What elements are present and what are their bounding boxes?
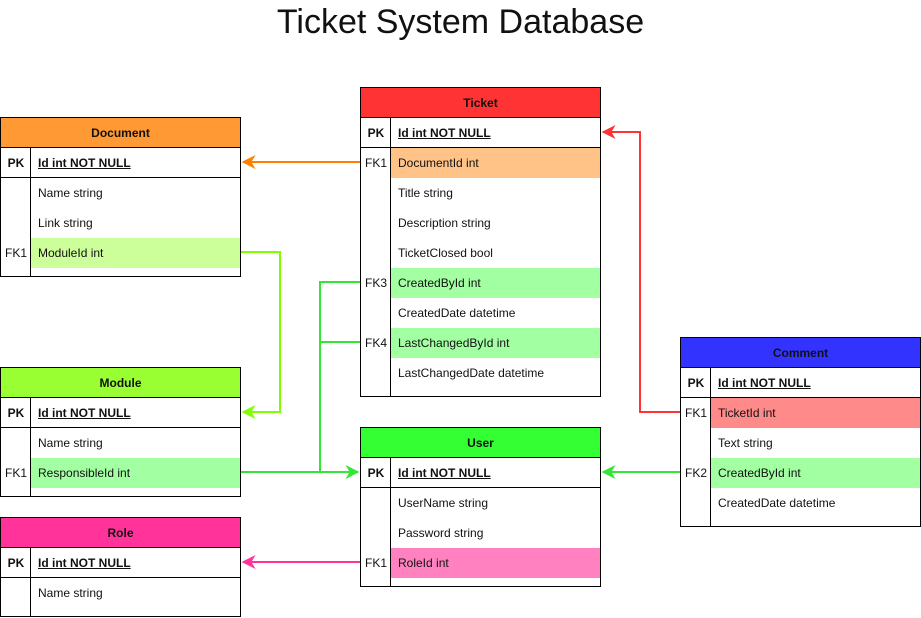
user-username-row[interactable]: UserName string (361, 488, 600, 518)
ticket-ticketclosed-field: TicketClosed bool (398, 246, 493, 260)
document-name-row[interactable]: Name string (1, 178, 240, 208)
entity-comment-header[interactable]: Comment (681, 338, 920, 368)
module-pk-row[interactable]: PK Id int NOT NULL (1, 398, 240, 428)
fk-label: FK1 (4, 466, 27, 480)
document-moduleid-row[interactable]: FK1 ModuleId int (1, 238, 240, 268)
pk-label: PK (367, 126, 385, 140)
ticket-id-field: Id int NOT NULL (398, 126, 491, 140)
document-link-field: Link string (38, 216, 93, 230)
ticket-createdbyid-field: CreatedById int (391, 268, 600, 298)
ticket-title-field: Title string (398, 186, 453, 200)
role-name-row[interactable]: Name string (1, 578, 240, 608)
comment-createddate-row[interactable]: CreatedDate datetime (681, 488, 920, 518)
connector-comment-ticket (601, 125, 680, 413)
user-pk-row[interactable]: PK Id int NOT NULL (361, 458, 600, 488)
entity-document-header[interactable]: Document (1, 118, 240, 148)
ticket-createddate-row[interactable]: CreatedDate datetime (361, 298, 600, 328)
ticket-lastchangedbyid-row[interactable]: FK4 LastChangedById int (361, 328, 600, 358)
role-pk-row[interactable]: PK Id int NOT NULL (1, 548, 240, 578)
role-name-field: Name string (38, 586, 103, 600)
entity-role[interactable]: Role PK Id int NOT NULL Name string (0, 517, 241, 617)
ticket-title-row[interactable]: Title string (361, 178, 600, 208)
entity-document[interactable]: Document PK Id int NOT NULL Name string … (0, 117, 241, 277)
ticket-description-row[interactable]: Description string (361, 208, 600, 238)
fk-label: FK1 (364, 156, 387, 170)
connector-document-module (241, 251, 281, 419)
ticket-documentid-row[interactable]: FK1 DocumentId int (361, 148, 600, 178)
comment-ticketid-row[interactable]: FK1 TicketId int (681, 398, 920, 428)
module-name-row[interactable]: Name string (1, 428, 240, 458)
comment-text-row[interactable]: Text string (681, 428, 920, 458)
ticket-pk-row[interactable]: PK Id int NOT NULL (361, 118, 600, 148)
user-roleid-row[interactable]: FK1 RoleId int (361, 548, 600, 578)
ticket-lastchangeddate-field: LastChangedDate datetime (398, 366, 545, 380)
document-link-row[interactable]: Link string (1, 208, 240, 238)
fk-label: FK3 (364, 276, 387, 290)
document-id-field: Id int NOT NULL (38, 156, 131, 170)
fk-label: FK1 (4, 246, 27, 260)
ticket-description-field: Description string (398, 216, 491, 230)
comment-id-field: Id int NOT NULL (718, 376, 811, 390)
pk-label: PK (687, 376, 705, 390)
document-name-field: Name string (38, 186, 103, 200)
ticket-lastchangeddate-row[interactable]: LastChangedDate datetime (361, 358, 600, 388)
comment-pk-row[interactable]: PK Id int NOT NULL (681, 368, 920, 398)
fk-label: FK1 (364, 556, 387, 570)
entity-ticket[interactable]: Ticket PK Id int NOT NULL FK1 DocumentId… (360, 87, 601, 397)
module-id-field: Id int NOT NULL (38, 406, 131, 420)
entity-comment[interactable]: Comment PK Id int NOT NULL FK1 TicketId … (680, 337, 921, 527)
entity-module-header[interactable]: Module (1, 368, 240, 398)
user-username-field: UserName string (398, 496, 489, 510)
comment-createdbyid-row[interactable]: FK2 CreatedById int (681, 458, 920, 488)
pk-label: PK (7, 156, 25, 170)
ticket-createdbyid-row[interactable]: FK3 CreatedById int (361, 268, 600, 298)
pk-label: PK (367, 466, 385, 480)
ticket-documentid-field: DocumentId int (391, 148, 600, 178)
ticket-createddate-field: CreatedDate datetime (398, 306, 516, 320)
module-name-field: Name string (38, 436, 103, 450)
entity-user[interactable]: User PK Id int NOT NULL UserName string … (360, 427, 601, 587)
fk-label: FK1 (684, 406, 707, 420)
comment-createdbyid-field: CreatedById int (711, 458, 920, 488)
pk-label: PK (7, 406, 25, 420)
fk-label: FK4 (364, 336, 387, 350)
role-id-field: Id int NOT NULL (38, 556, 131, 570)
connector-ticket-createdby-user (319, 281, 360, 472)
fk-label: FK2 (684, 466, 707, 480)
entity-user-header[interactable]: User (361, 428, 600, 458)
module-responsibleid-row[interactable]: FK1 ResponsibleId int (1, 458, 240, 488)
entity-role-header[interactable]: Role (1, 518, 240, 548)
comment-text-field: Text string (718, 436, 773, 450)
ticket-ticketclosed-row[interactable]: TicketClosed bool (361, 238, 600, 268)
document-moduleid-field: ModuleId int (31, 238, 240, 268)
comment-ticketid-field: TicketId int (711, 398, 920, 428)
document-pk-row[interactable]: PK Id int NOT NULL (1, 148, 240, 178)
user-id-field: Id int NOT NULL (398, 466, 491, 480)
comment-createddate-field: CreatedDate datetime (718, 496, 836, 510)
pk-label: PK (7, 556, 25, 570)
entity-ticket-header[interactable]: Ticket (361, 88, 600, 118)
user-password-field: Password string (398, 526, 484, 540)
entity-module[interactable]: Module PK Id int NOT NULL Name string FK… (0, 367, 241, 497)
diagram-title: Ticket System Database (276, 3, 645, 41)
ticket-lastchangedbyid-field: LastChangedById int (391, 328, 600, 358)
user-password-row[interactable]: Password string (361, 518, 600, 548)
module-responsibleid-field: ResponsibleId int (31, 458, 240, 488)
user-roleid-field: RoleId int (391, 548, 600, 578)
